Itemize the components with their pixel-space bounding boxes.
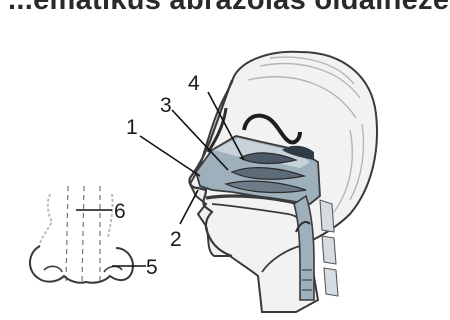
leader-2	[180, 190, 198, 224]
nose-outline	[30, 246, 133, 283]
nose-bridge-right	[108, 194, 113, 238]
label-2: 2	[170, 228, 182, 251]
right-nostril	[104, 266, 122, 272]
nose-bridge-left	[38, 194, 52, 250]
label-3: 3	[160, 94, 172, 117]
dashed-line-center	[82, 186, 84, 284]
label-4: 4	[188, 72, 200, 95]
leader-1	[140, 136, 200, 176]
label-6: 6	[114, 200, 126, 223]
left-nostril	[44, 266, 62, 272]
label-5: 5	[146, 256, 158, 279]
label-1: 1	[126, 116, 138, 139]
dashed-line-left	[66, 186, 68, 282]
